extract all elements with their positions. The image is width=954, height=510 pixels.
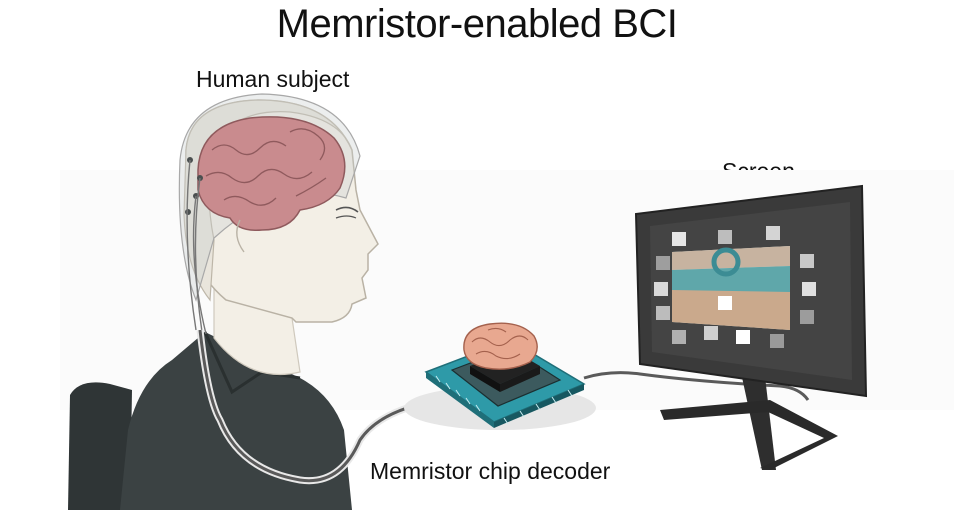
human-subject-figure	[68, 93, 379, 510]
eyelid	[335, 215, 357, 219]
diagram-title: Memristor-enabled BCI	[276, 2, 678, 46]
memristor-chip	[404, 322, 596, 430]
chip-block-right	[500, 366, 540, 392]
chip-board-edge-left	[426, 372, 494, 428]
brain-folds	[205, 128, 327, 206]
monitor-stand-pole	[740, 368, 776, 470]
monitor-stand-base	[660, 400, 838, 470]
memristor-chip-label: Memristor chip decoder	[370, 458, 611, 484]
eye	[335, 206, 359, 213]
ear	[236, 219, 245, 253]
human-subject-label: Human subject	[196, 66, 350, 92]
stimulus-image-top	[672, 246, 790, 270]
chip-board-edge-right	[494, 384, 584, 428]
electrode-wires	[186, 159, 207, 335]
brain-icon	[197, 116, 346, 231]
chip-block-left	[470, 366, 500, 392]
hair	[183, 99, 353, 302]
chip-brain-icon	[463, 322, 538, 370]
chair	[68, 382, 132, 510]
chip-pins	[435, 375, 573, 425]
stimulus-image-water	[672, 266, 790, 296]
cable-head-to-chip	[198, 329, 441, 483]
stimulus-ring	[711, 247, 741, 277]
chip-brain-folds	[471, 327, 529, 360]
cable-chip-to-screen	[583, 371, 810, 401]
monitor	[634, 184, 868, 470]
ssvep-flicker-squares	[654, 226, 816, 348]
